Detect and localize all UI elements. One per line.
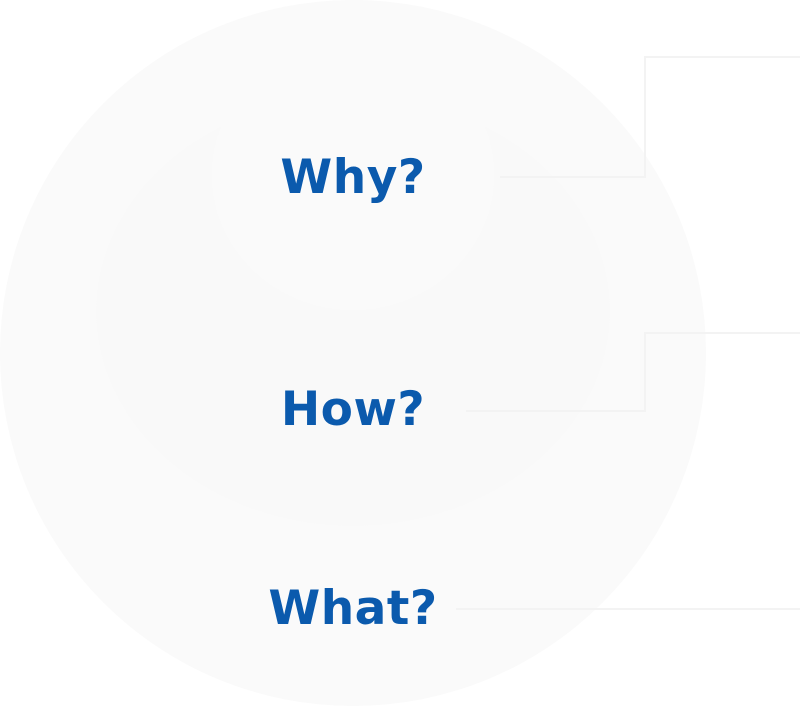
how-connector-top [644, 332, 800, 334]
what-connector-horizontal [456, 608, 800, 610]
why-label: Why? [280, 150, 426, 205]
what-label: What? [268, 581, 438, 636]
how-label: How? [280, 382, 426, 437]
why-connector-top [644, 56, 800, 58]
how-connector-horizontal [466, 410, 646, 412]
how-connector-vertical [644, 332, 646, 412]
why-connector-horizontal [500, 176, 646, 178]
why-connector-vertical [644, 56, 646, 178]
why-circle [212, 40, 494, 310]
